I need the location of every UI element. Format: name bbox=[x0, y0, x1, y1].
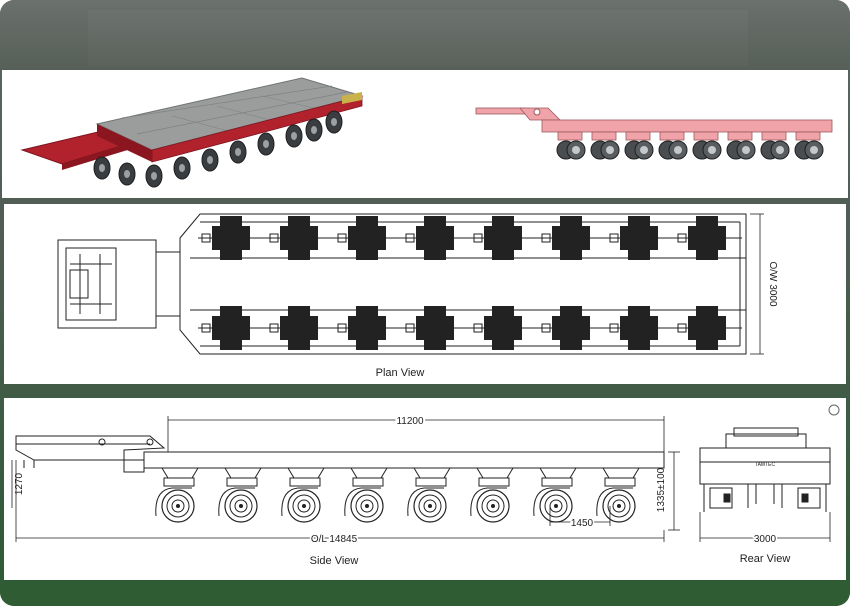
header-band bbox=[0, 0, 850, 70]
rear-view-title: Rear View bbox=[740, 553, 791, 565]
trailer-3d-render bbox=[20, 77, 364, 188]
side-axle bbox=[407, 467, 451, 523]
side-view-drawing bbox=[15, 435, 665, 473]
rear-width-label: 3000 bbox=[754, 534, 777, 545]
pink-axle bbox=[590, 131, 620, 160]
axle-spacing-dimension bbox=[549, 506, 611, 526]
side-axle bbox=[218, 467, 262, 523]
pink-axle bbox=[658, 131, 688, 160]
gooseneck-height-label: 1270 bbox=[14, 472, 25, 495]
plan-bogie bbox=[334, 216, 402, 260]
pink-axle bbox=[760, 131, 790, 160]
trailer-side-render bbox=[475, 107, 833, 160]
pink-axle bbox=[624, 131, 654, 160]
plan-bogie bbox=[402, 306, 470, 350]
pink-axle bbox=[692, 131, 722, 160]
overall-length-dimension bbox=[15, 460, 665, 542]
side-view-axles bbox=[155, 467, 640, 523]
side-axle bbox=[596, 467, 640, 523]
pink-axle bbox=[794, 131, 824, 160]
footer-band bbox=[0, 582, 850, 606]
plan-bogie bbox=[402, 216, 470, 260]
plan-view-panel: O/W 3000 Plan View bbox=[4, 204, 846, 384]
plan-bogie bbox=[470, 216, 538, 260]
plan-bogie bbox=[606, 306, 674, 350]
plan-bogie bbox=[334, 306, 402, 350]
plan-bogie bbox=[198, 216, 266, 260]
side-view-title: Side View bbox=[310, 555, 359, 567]
side-axle bbox=[281, 467, 325, 523]
plan-width-dimension: O/W 3000 bbox=[750, 213, 778, 355]
pink-axle bbox=[556, 131, 586, 160]
deck-height-label: 1335±100 bbox=[656, 467, 667, 512]
rear-badge: TAMTEC bbox=[755, 462, 776, 468]
renders-panel bbox=[2, 70, 848, 198]
plan-bogie bbox=[674, 216, 742, 260]
info-icon[interactable] bbox=[828, 404, 840, 416]
plan-bogie bbox=[606, 216, 674, 260]
plan-view-title: Plan View bbox=[376, 367, 425, 379]
pink-axle bbox=[726, 131, 756, 160]
side-axle bbox=[344, 467, 388, 523]
platform-length-dimension bbox=[167, 416, 665, 452]
header-inner bbox=[88, 10, 748, 66]
rear-view-drawing bbox=[699, 427, 831, 512]
plan-bogie bbox=[538, 306, 606, 350]
plan-bogie bbox=[538, 216, 606, 260]
axle-spacing-label: 1450 bbox=[571, 518, 594, 529]
rear-width-dimension bbox=[699, 512, 831, 542]
plan-view-bogies bbox=[198, 216, 742, 350]
deck-height-dimension bbox=[668, 451, 680, 531]
plan-width-label: O/W 3000 bbox=[767, 261, 778, 306]
overall-length-label: O/L 14845 bbox=[311, 534, 358, 545]
side-axle bbox=[533, 467, 577, 523]
side-axle bbox=[470, 467, 514, 523]
side-view-panel: 11200 1270 1335±100 1450 bbox=[4, 398, 846, 580]
plan-bogie bbox=[470, 306, 538, 350]
plan-bogie bbox=[266, 216, 334, 260]
side-axle bbox=[155, 467, 199, 523]
plan-bogie bbox=[674, 306, 742, 350]
plan-bogie bbox=[198, 306, 266, 350]
plan-bogie bbox=[266, 306, 334, 350]
platform-length-label: 11200 bbox=[396, 416, 424, 427]
